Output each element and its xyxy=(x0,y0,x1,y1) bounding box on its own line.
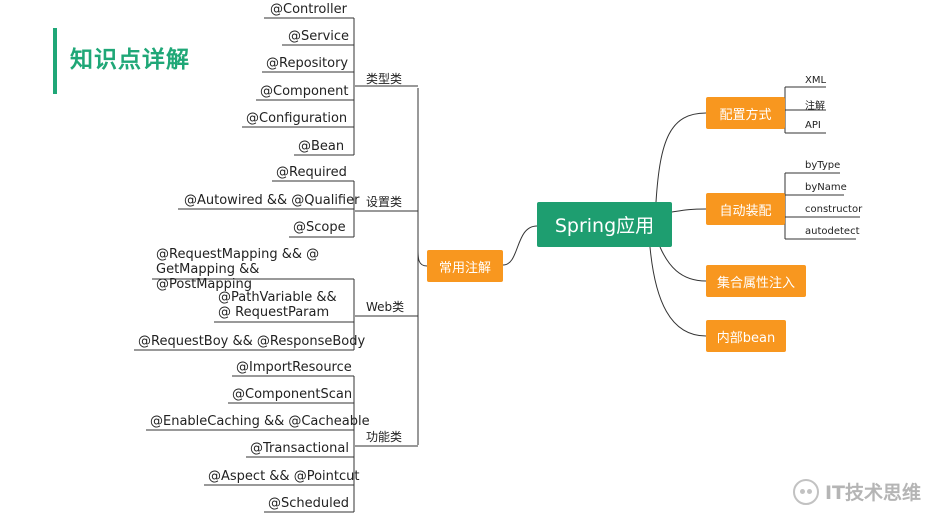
category-type: 类型类 xyxy=(366,72,403,86)
branch-collection-injection[interactable]: 集合属性注入 xyxy=(706,265,806,297)
watermark: IT技术思维 xyxy=(792,478,921,505)
connector-lines xyxy=(134,17,860,513)
item-importresource: @ImportResource xyxy=(236,360,352,375)
connector-root-innerbean xyxy=(649,246,707,337)
item-repository: @Repository xyxy=(266,56,349,71)
item-autowired: @Autowired && @Qualifier xyxy=(184,193,360,208)
item-scope: @Scope xyxy=(293,220,346,235)
connector-root-autowire xyxy=(671,208,707,213)
item-scheduled: @Scheduled xyxy=(268,496,349,511)
connector-root-config xyxy=(655,112,707,203)
connector-root-collection xyxy=(659,246,707,282)
item-byname: byName xyxy=(805,182,847,193)
item-controller: @Controller xyxy=(270,2,347,17)
item-transactional: @Transactional xyxy=(250,441,349,456)
item-annotation: 注解 xyxy=(805,101,825,112)
item-pathvariable: @PathVariable && @ RequestParam xyxy=(218,290,337,320)
branch-config-method[interactable]: 配置方式 xyxy=(706,97,785,129)
item-xml: XML xyxy=(805,75,827,86)
category-web: Web类 xyxy=(366,300,405,314)
branch-autowiring[interactable]: 自动装配 xyxy=(706,193,785,225)
item-enablecaching: @EnableCaching && @Cacheable xyxy=(150,414,370,429)
item-requestbody: @RequestBoy && @ResponseBody xyxy=(138,334,366,349)
item-autodetect: autodetect xyxy=(805,226,860,237)
branch-common-annotations[interactable]: 常用注解 xyxy=(427,250,503,282)
page-title: 知识点详解 xyxy=(70,47,190,73)
item-aspect: @Aspect && @Pointcut xyxy=(208,469,360,484)
connector-branch-spine xyxy=(417,249,428,267)
item-api: API xyxy=(805,120,821,131)
item-configuration: @Configuration xyxy=(246,111,348,126)
item-bytype: byType xyxy=(805,160,841,171)
item-requestmapping: @RequestMapping && @ GetMapping && @Post… xyxy=(156,247,320,292)
item-component: @Component xyxy=(260,84,349,99)
category-function: 功能类 xyxy=(366,430,403,444)
category-setting: 设置类 xyxy=(366,195,403,209)
item-componentscan: @ComponentScan xyxy=(232,387,353,402)
item-service: @Service xyxy=(288,29,350,44)
title-accent-bar xyxy=(53,28,57,94)
item-required: @Required xyxy=(276,165,347,180)
branch-inner-bean[interactable]: 内部bean xyxy=(706,320,786,352)
connector-root-left xyxy=(502,225,538,266)
item-constructor: constructor xyxy=(805,204,863,215)
wechat-icon xyxy=(792,478,819,505)
item-bean: @Bean xyxy=(298,139,345,154)
watermark-text: IT技术思维 xyxy=(824,482,921,504)
root-node[interactable]: Spring应用 xyxy=(537,202,672,247)
